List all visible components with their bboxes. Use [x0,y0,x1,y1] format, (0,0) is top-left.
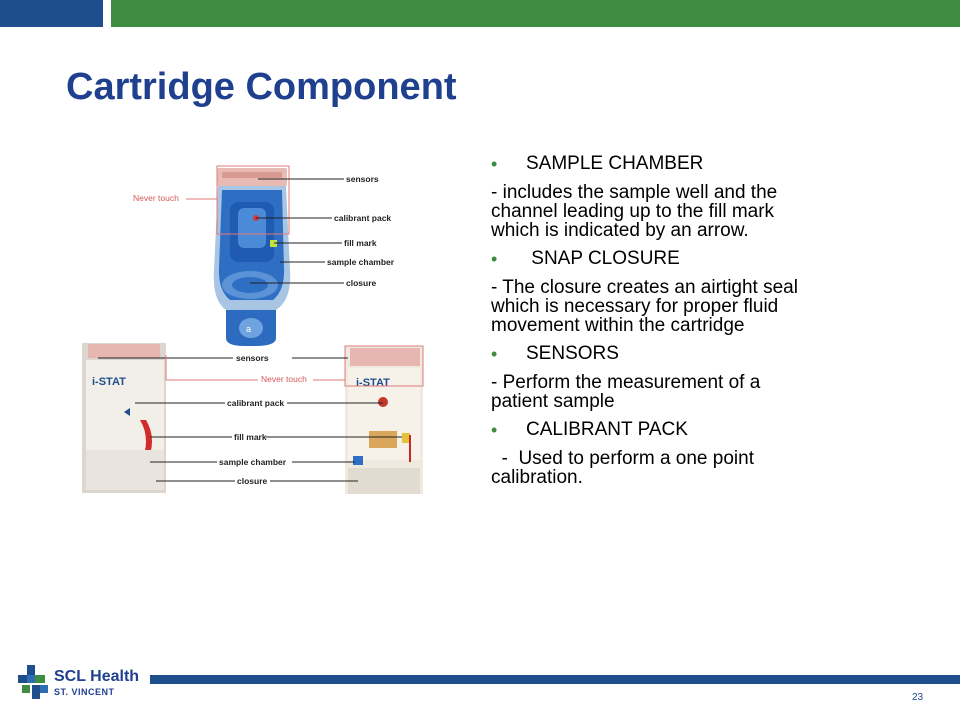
brand-right: i-STAT [356,377,390,389]
bottom-right-cartridge-image: i-STAT [344,345,424,494]
bullet-sensors: • SENSORS [491,343,619,364]
brand-left: i-STAT [92,376,126,388]
bullet-snap-closure: • SNAP CLOSURE [491,248,680,269]
slide-title: Cartridge Component [66,66,457,108]
desc-sample-chamber: - includes the sample well and the chann… [491,182,778,241]
bullet-marker: • [491,154,498,174]
bottom-never-touch-label: Never touch [261,374,307,384]
bottom-label-fill-mark: fill mark [234,432,267,442]
top-label-calibrant-pack: calibrant pack [334,213,391,223]
top-bar-green [111,0,960,27]
footer-bar [150,675,960,684]
desc-calibrant-pack: - Used to perform a one point calibratio… [491,448,754,488]
top-label-sensors: sensors [346,174,379,184]
cross-logo-icon [18,665,48,699]
desc-snap-closure: - The closure creates an airtight seal w… [491,277,798,336]
svg-text:a: a [246,324,251,334]
top-label-fill-mark: fill mark [344,238,377,248]
top-bar-blue [0,0,103,27]
bullet-marker: • [491,420,498,440]
bottom-label-closure: closure [237,476,268,486]
desc-sensors: - Perform the measurement of a patient s… [491,372,761,412]
bullet-calibrant-pack: • CALIBRANT PACK [491,419,688,440]
bottom-left-cartridge-image: i-STAT [82,343,166,493]
bottom-label-calibrant-pack: calibrant pack [227,398,284,408]
scl-health-logo: SCL Health ST. VINCENT [18,665,153,701]
top-label-sample-chamber: sample chamber [327,257,395,267]
cartridge-diagram: a Never touch sensors calibrant pack fil… [82,165,424,494]
top-label-closure: closure [346,278,377,288]
page-number: 23 [912,692,924,703]
cartridge-figure: a Never touch sensors calibrant pack fil… [80,150,460,500]
top-never-touch-label: Never touch [133,193,179,203]
bullet-marker: • [491,344,498,364]
bullet-marker: • [491,249,498,269]
top-cartridge-image: a [213,165,291,346]
bullet-sample-chamber: • SAMPLE CHAMBER [491,153,704,174]
bottom-label-sample-chamber: sample chamber [219,457,287,467]
bottom-label-sensors: sensors [236,353,269,363]
bullet-list: • SAMPLE CHAMBER - includes the sample w… [491,153,911,495]
